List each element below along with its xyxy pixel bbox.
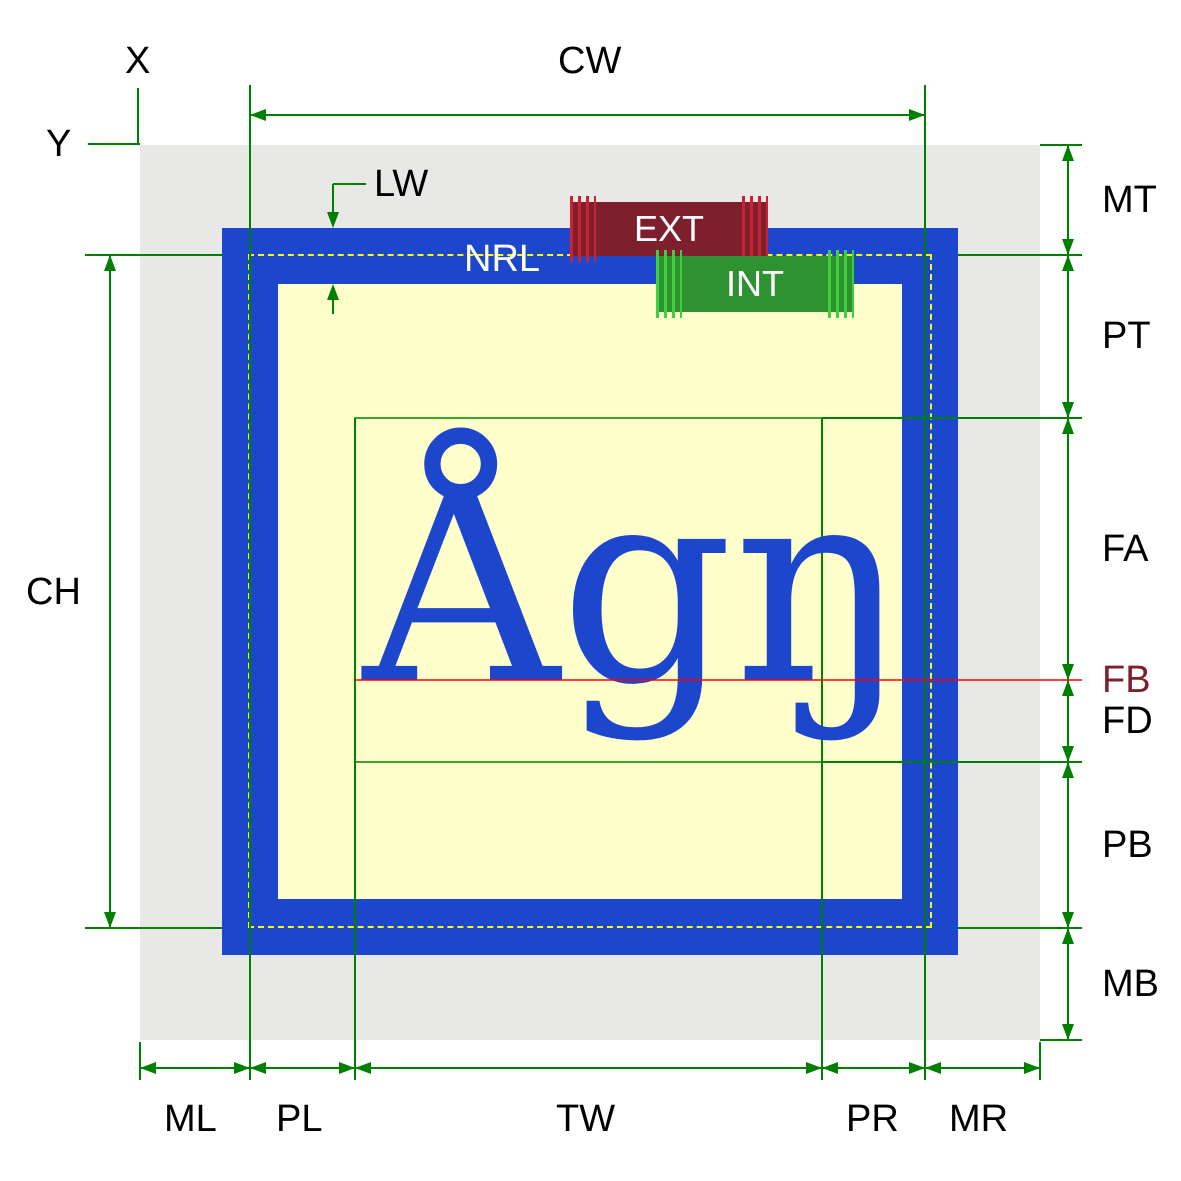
- label-lw: LW: [374, 163, 429, 205]
- int-label: INT: [726, 263, 784, 304]
- int-hatch-right-icon: [828, 250, 854, 318]
- label-fb: FB: [1102, 659, 1151, 701]
- label-mb: MB: [1102, 963, 1159, 1005]
- label-fd: FD: [1102, 700, 1153, 742]
- label-pb: PB: [1102, 824, 1153, 866]
- ext-hatch-left-icon: [570, 196, 596, 262]
- label-mr: MR: [949, 1098, 1009, 1140]
- label-pt: PT: [1102, 315, 1151, 357]
- label-x: X: [125, 40, 151, 82]
- ext-hatch-right-icon: [742, 196, 768, 262]
- label-ml: ML: [164, 1098, 217, 1140]
- int-leading-box: INT: [656, 250, 854, 318]
- label-y: Y: [46, 123, 72, 165]
- nrl-dashed-outline: [248, 254, 932, 928]
- label-pl: PL: [276, 1098, 323, 1140]
- label-tw: TW: [556, 1098, 616, 1140]
- label-nrl: NRL: [464, 238, 541, 280]
- label-cw: CW: [558, 40, 622, 82]
- int-hatch-left-icon: [656, 250, 682, 318]
- ext-label: EXT: [633, 208, 704, 249]
- label-ch: CH: [26, 571, 81, 613]
- label-fa: FA: [1102, 528, 1149, 570]
- label-mt: MT: [1102, 179, 1157, 221]
- ext-leading-box: EXT: [570, 196, 768, 262]
- label-pr: PR: [846, 1098, 899, 1140]
